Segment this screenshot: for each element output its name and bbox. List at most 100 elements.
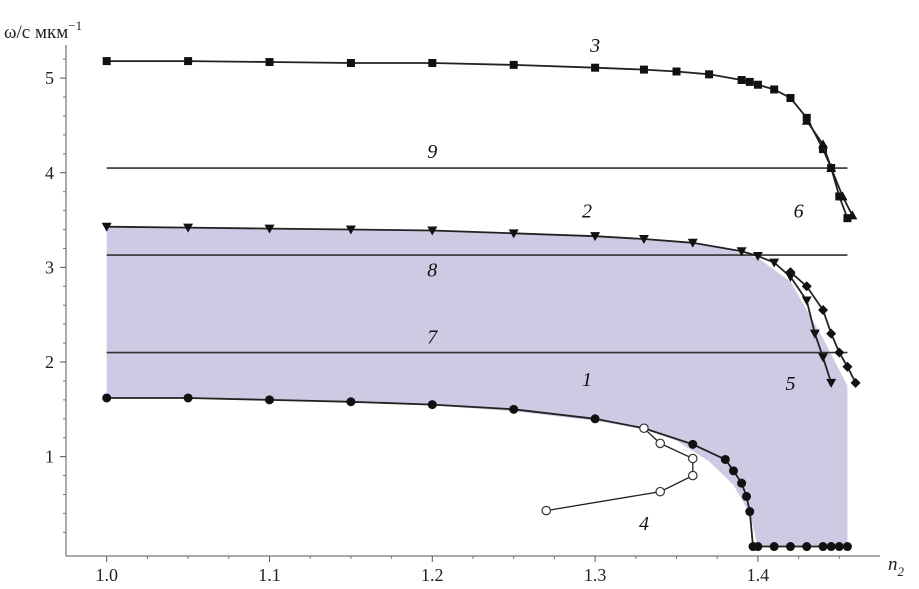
horizontal-lines (106, 167, 848, 354)
series-3-point (265, 58, 274, 67)
series-5-point (818, 304, 829, 315)
series-3-point (705, 70, 714, 79)
curve-label-9: 9 (427, 141, 437, 163)
series-5-point (826, 328, 837, 339)
series-3-point (835, 192, 844, 201)
curve-label-8: 8 (427, 259, 437, 281)
series-6-point (847, 210, 858, 220)
series-4-point (639, 423, 649, 434)
series-4-point (687, 453, 698, 464)
series-1-point (742, 491, 752, 501)
series-3-point (819, 145, 828, 154)
series-1-point (834, 542, 844, 552)
series-2-point (638, 234, 649, 244)
series-1-point (265, 395, 274, 405)
series-6-point (801, 115, 812, 125)
series-5-point (850, 377, 861, 388)
x-axis-title-sub: 2 (898, 564, 905, 579)
y-axis-title-sup: −1 (68, 18, 82, 33)
curve-label-5: 5 (785, 373, 795, 395)
x-axis-title: n2 (888, 554, 905, 579)
curve-labels: 1 2 3 4 5 6 7 8 9 (427, 35, 803, 535)
series-3-point (639, 65, 648, 74)
series-2-point (427, 226, 438, 236)
series-4-point (687, 470, 698, 481)
series-1-point (720, 454, 730, 464)
data-series (101, 57, 861, 552)
y-tick-label: 4 (45, 163, 54, 183)
y-axis-title-text: ω/c мкм (4, 22, 68, 43)
series-1-point (183, 393, 193, 403)
shaded-band (106, 226, 848, 547)
series-1-point (818, 542, 828, 552)
series-1-point (737, 478, 747, 488)
curve-label-7: 7 (427, 326, 438, 348)
series-1-point (346, 397, 356, 407)
series-1-point (427, 400, 437, 410)
x-tick-label: 1.3 (584, 565, 607, 585)
series-3-point (843, 214, 852, 223)
series-2-point (345, 225, 356, 235)
series-3-point (672, 67, 681, 76)
series-1-point (102, 393, 112, 403)
series-2-point (752, 252, 763, 262)
series-1-point (745, 507, 755, 517)
series-1-point (509, 404, 519, 414)
series-2-point (264, 224, 275, 234)
series-3-point (346, 58, 355, 67)
series-1-point (842, 542, 852, 552)
series-1-point (728, 466, 738, 476)
series-6-point (826, 163, 837, 173)
series-5-point (801, 281, 812, 292)
y-tick-label: 5 (45, 68, 54, 88)
series-1-point (785, 542, 795, 552)
x-tick-label: 1.2 (421, 565, 444, 585)
y-tick-label: 1 (45, 447, 54, 467)
series-5-point (842, 361, 853, 372)
shaded-region (106, 226, 848, 547)
series-1-point (590, 414, 600, 424)
series-2-point (801, 296, 812, 306)
series-3-point (753, 80, 762, 89)
curve-label-1: 1 (582, 369, 592, 391)
series-2-point (769, 258, 780, 268)
x-tick-label: 1.0 (95, 565, 118, 585)
series-2-point (809, 329, 820, 339)
series-4-line (546, 427, 694, 512)
series-3-point (737, 76, 746, 85)
series-1-point (802, 542, 812, 552)
y-axis-title: ω/c мкм−1 (4, 18, 82, 43)
series-6-point (837, 191, 848, 201)
series-4-point (541, 505, 552, 516)
x-tick-label: 1.4 (747, 565, 770, 585)
series-3-point (428, 58, 437, 67)
x-axis-title-text: n (888, 554, 898, 575)
curve-label-4: 4 (639, 513, 649, 535)
series-3-point (184, 57, 193, 66)
series-3-point (770, 85, 779, 94)
series-2-point (826, 378, 837, 388)
curve-label-2: 2 (582, 201, 592, 223)
series-3-point (745, 77, 754, 86)
series-2-point (183, 223, 194, 233)
y-tick-label: 3 (45, 257, 54, 277)
curve-label-6: 6 (794, 201, 804, 223)
series-2-point (590, 232, 601, 242)
series-2-point (818, 353, 829, 363)
series-2-point (687, 238, 698, 248)
axis-ticks: 1.0 1.1 1.2 1.3 1.4 1 2 3 4 5 (45, 58, 840, 585)
series-4-point (655, 486, 666, 497)
series-5-point (834, 347, 845, 358)
x-tick-label: 1.1 (258, 565, 281, 585)
series-6-point (818, 139, 829, 149)
curve-label-3: 3 (589, 35, 600, 57)
series-1-point (688, 439, 698, 449)
series-2-point (101, 222, 112, 232)
series-3-line (106, 60, 849, 219)
series-1-point (753, 542, 763, 552)
series-4-point (655, 438, 666, 449)
series-1-point (769, 542, 779, 552)
series-3-point (102, 57, 111, 66)
series-3-point (509, 60, 518, 69)
